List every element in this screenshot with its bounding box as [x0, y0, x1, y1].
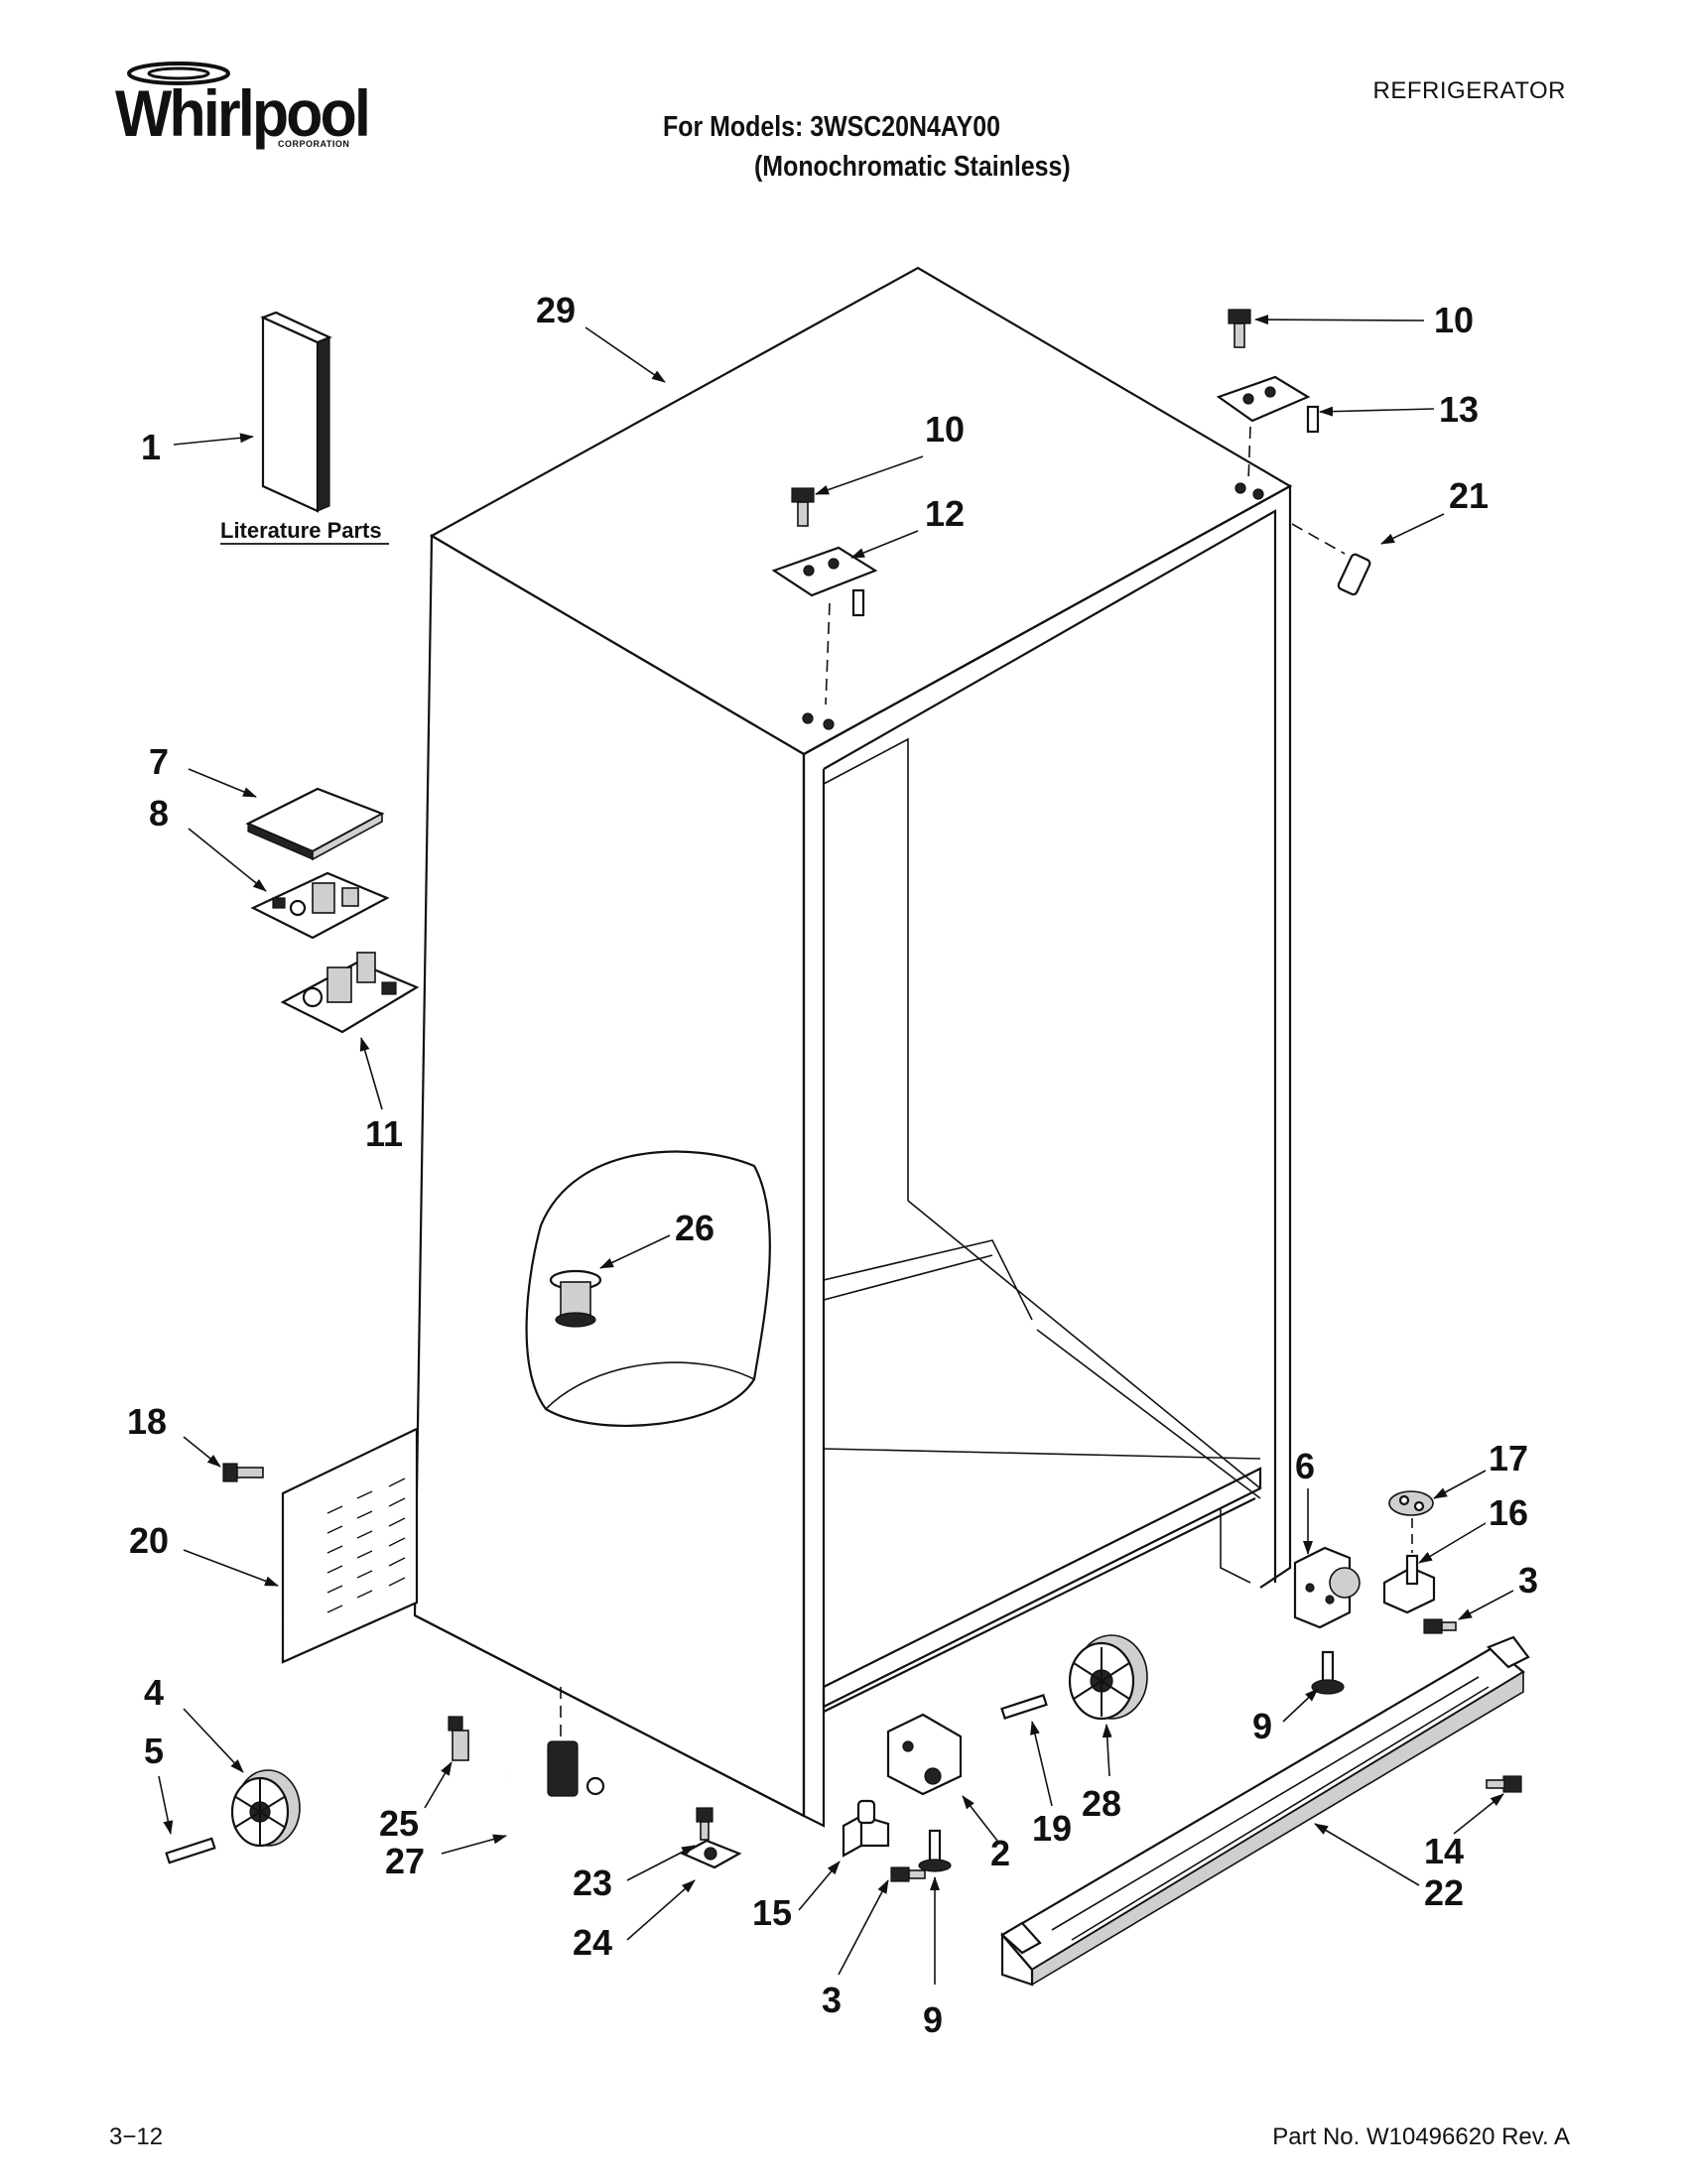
front-roller: [1068, 1634, 1148, 1721]
control-board-upper: [250, 871, 390, 940]
callout-8: 8: [149, 793, 169, 834]
callout-13: 13: [1439, 389, 1479, 430]
callout-12: 12: [925, 493, 965, 534]
logo-wordmark: Whirlpool: [115, 76, 371, 150]
callout-9-bottom: 9: [923, 1999, 943, 2040]
hinge-screw: [1423, 1618, 1457, 1634]
front-roller-bracket: [886, 1713, 963, 1796]
models-description: (Monochromatic Stainless): [754, 151, 1071, 183]
top-hinge-right: [1216, 375, 1320, 434]
callout-20: 20: [129, 1520, 169, 1561]
cabinet-plug: [1337, 553, 1371, 596]
top-hinge-left: [771, 546, 878, 617]
category-label: REFRIGERATOR: [1372, 77, 1566, 104]
roller-axle: [165, 1837, 216, 1864]
callout-11: 11: [365, 1113, 403, 1154]
hinge-screw-left: [791, 487, 815, 527]
callout-numbers: 29 1 10 12 10 13 21 7 8 11 26 18 20 4 5 …: [127, 290, 1538, 2040]
models-title: For Models: 3WSC20N4AY00: [663, 111, 1001, 143]
callout-18: 18: [127, 1401, 167, 1442]
callout-1: 1: [141, 427, 161, 467]
front-roller-axle: [1000, 1694, 1048, 1720]
base-grille-screw: [1486, 1775, 1522, 1793]
rear-leveling-leg: [1311, 1650, 1345, 1695]
literature-parts-booklet: [260, 311, 332, 513]
front-leveler-bracket: [842, 1799, 890, 1858]
control-board-lower: [280, 952, 420, 1034]
leveling-screw: [696, 1807, 714, 1841]
grommet: [549, 1269, 602, 1328]
callout-3-right: 3: [1518, 1560, 1538, 1601]
drain-screw: [448, 1716, 469, 1761]
callout-26: 26: [675, 1208, 714, 1248]
callout-15: 15: [752, 1892, 792, 1933]
callout-6: 6: [1295, 1446, 1315, 1486]
callout-3-bottom: 3: [822, 1980, 842, 2020]
access-cover-screw: [222, 1463, 264, 1482]
front-bracket-screw: [890, 1866, 926, 1882]
literature-parts-label: Literature Parts: [220, 518, 382, 543]
callout-24: 24: [573, 1922, 612, 1963]
rear-access-cover: [281, 1427, 419, 1664]
base-grille: [1000, 1635, 1530, 1987]
logo-subtitle: CORPORATION: [278, 139, 350, 149]
callout-9-right: 9: [1252, 1706, 1272, 1746]
callout-14: 14: [1424, 1831, 1464, 1871]
part-number: Part No. W10496620 Rev. A: [1272, 2123, 1570, 2150]
callout-4: 4: [144, 1672, 164, 1713]
leveling-bracket: [680, 1839, 742, 1869]
callout-17: 17: [1489, 1438, 1528, 1478]
callout-25: 25: [379, 1803, 419, 1844]
refrigerator-cabinet: [413, 266, 1293, 1828]
hinge-shim: [1388, 1490, 1434, 1516]
callout-28: 28: [1082, 1783, 1121, 1824]
drain-tube: [503, 1740, 605, 1860]
control-cover: [245, 787, 385, 861]
callout-23: 23: [573, 1863, 612, 1903]
callout-10: 10: [925, 409, 965, 450]
logo-swoosh-icon: [127, 62, 230, 85]
callout-29: 29: [536, 290, 576, 330]
callout-22: 22: [1424, 1872, 1464, 1913]
bottom-hinge: [1382, 1554, 1436, 1614]
callout-27: 27: [385, 1841, 425, 1881]
callout-16: 16: [1489, 1492, 1528, 1533]
bottom-hinge-bracket: [1293, 1546, 1361, 1629]
whirlpool-logo: Whirlpool CORPORATION: [111, 60, 379, 159]
callout-10-right: 10: [1434, 300, 1474, 340]
callout-21: 21: [1449, 475, 1489, 516]
page-number: 3−12: [109, 2123, 164, 2150]
rear-roller: [230, 1769, 301, 1848]
callout-2: 2: [990, 1833, 1010, 1873]
hinge-screw-right: [1228, 309, 1251, 348]
callout-5: 5: [144, 1731, 164, 1771]
callout-7: 7: [149, 741, 169, 782]
leader-lines: [158, 315, 1514, 1985]
callout-19: 19: [1032, 1808, 1072, 1849]
front-leveling-leg: [918, 1829, 952, 1872]
